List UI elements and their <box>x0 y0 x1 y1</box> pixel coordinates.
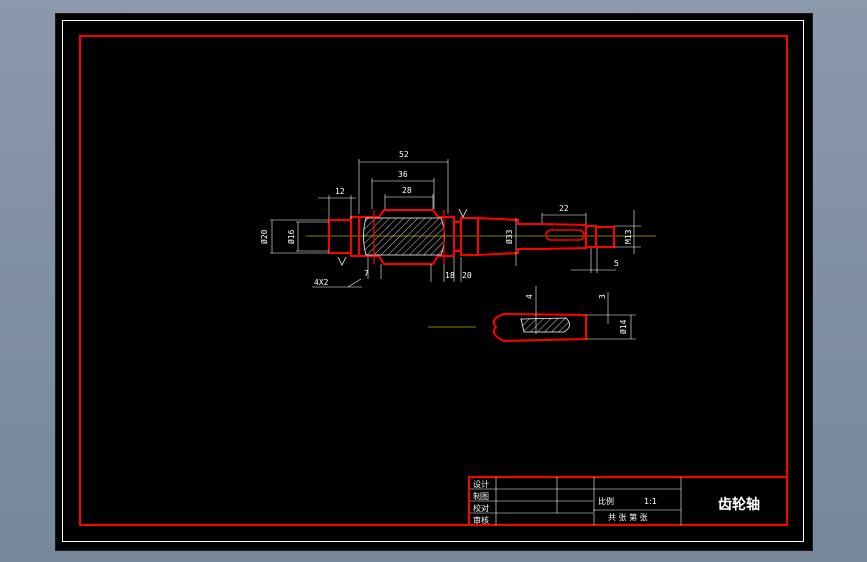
dim-22: 22 <box>559 204 569 213</box>
tb-row-design: 设计 <box>473 479 489 489</box>
dim-36: 36 <box>398 170 408 179</box>
drawing-viewport[interactable]: 52 36 28 12 22 Ø20 Ø16 Ø33 M13 5 7 18 20… <box>55 13 813 551</box>
dim-5: 5 <box>614 259 619 268</box>
gear-section <box>358 209 455 265</box>
dim-4: 4 <box>525 294 534 299</box>
tb-scale-label: 比例 <box>598 496 614 506</box>
thread-tip <box>595 226 615 248</box>
dim-3: 3 <box>598 294 607 299</box>
right-shoulder <box>453 221 462 252</box>
dim-28: 28 <box>402 186 412 195</box>
right-journal <box>460 217 479 256</box>
dim-phi33: Ø33 <box>504 229 514 244</box>
detail-hatch <box>520 317 570 333</box>
dim-20: 20 <box>462 271 472 280</box>
dim-12: 12 <box>335 187 345 196</box>
dim-18: 18 <box>445 271 455 280</box>
dim-4x2: 4X2 <box>314 278 329 287</box>
tb-part-name: 齿轮轴 <box>718 496 760 513</box>
gear-hatch-area <box>363 217 445 256</box>
detail-outline <box>492 312 587 343</box>
detail-view: 4 3 Ø14 <box>428 286 636 343</box>
dim-7: 7 <box>364 269 369 278</box>
tb-scale-value: 1:1 <box>644 497 657 506</box>
threaded-end <box>585 225 597 248</box>
dim-m13: M13 <box>624 229 633 244</box>
roughness-mark-left <box>337 256 347 266</box>
tapered-section <box>477 216 587 257</box>
tb-sheet-count: 共 张 第 张 <box>608 512 648 522</box>
roughness-mark-right <box>458 208 468 218</box>
drawing-canvas: 52 36 28 12 22 Ø20 Ø16 Ø33 M13 5 7 18 20… <box>79 35 788 526</box>
tb-row-check: 校对 <box>473 503 489 513</box>
dim-52: 52 <box>399 150 409 159</box>
title-block: 设计 制图 校对 审核 比例 1:1 共 张 第 张 齿轮轴 <box>468 476 788 526</box>
dim-phi20: Ø20 <box>259 229 269 244</box>
tb-row-approve: 审核 <box>473 515 489 525</box>
left-journal <box>328 219 352 254</box>
keyway-slot <box>545 229 585 241</box>
left-shoulder <box>350 216 360 257</box>
drawing-border <box>79 35 788 526</box>
shaft-main-view: 52 36 28 12 22 Ø20 Ø16 Ø33 M13 5 7 18 20… <box>259 150 656 288</box>
sheet-inner-border <box>62 20 804 542</box>
dim-phi16: Ø16 <box>286 229 296 244</box>
dim-phi14: Ø14 <box>618 319 628 334</box>
tb-row-draw: 制图 <box>473 491 489 501</box>
